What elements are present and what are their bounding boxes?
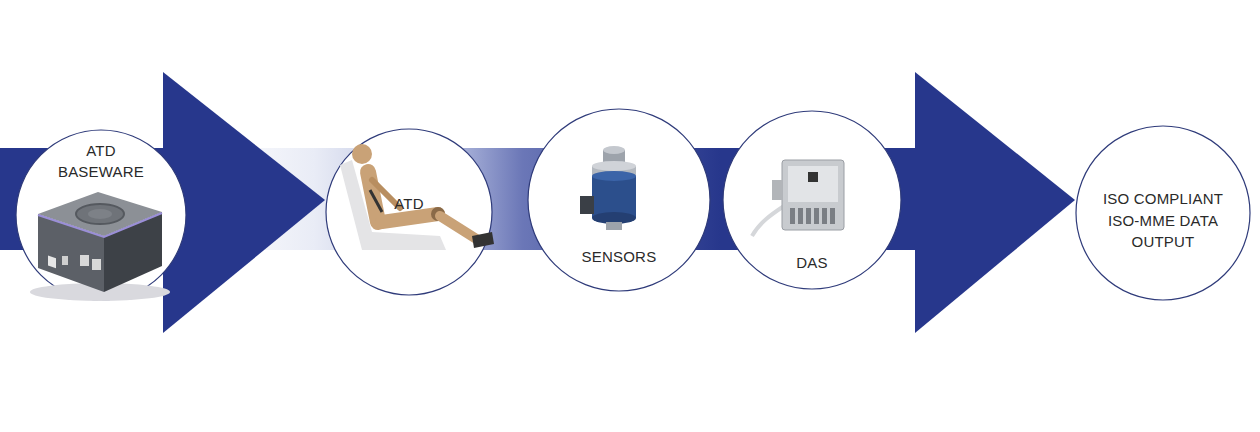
circle-shape xyxy=(1076,126,1250,300)
sensor-illustration xyxy=(580,146,636,230)
process-circle: ATD BASEWARE xyxy=(15,129,187,301)
process-circle: DAS xyxy=(722,110,902,290)
das-illustration xyxy=(752,160,844,236)
node-label: ATD BASEWARE xyxy=(53,140,149,182)
arrow-head xyxy=(163,72,325,333)
circle-shape xyxy=(16,130,186,300)
process-circle: SENSORS xyxy=(527,108,711,292)
node-label: ISO COMPLIANT xyxy=(1088,188,1238,209)
arrow-head xyxy=(915,72,1075,333)
node-label: SENSORS xyxy=(564,246,674,267)
node-label: DAS xyxy=(767,252,857,273)
circle-shape xyxy=(723,111,901,289)
node-label: ISO-MME DATA OUTPUT xyxy=(1097,210,1229,252)
dummy-illustration xyxy=(340,144,494,250)
circle-shape xyxy=(528,109,710,291)
circle-shape xyxy=(326,129,492,295)
process-circle: ISO COMPLIANTISO-MME DATA OUTPUT xyxy=(1075,125,1251,301)
process-circle: ATD xyxy=(325,128,493,296)
device-illustration xyxy=(30,192,170,301)
node-label: ATD xyxy=(364,193,454,214)
